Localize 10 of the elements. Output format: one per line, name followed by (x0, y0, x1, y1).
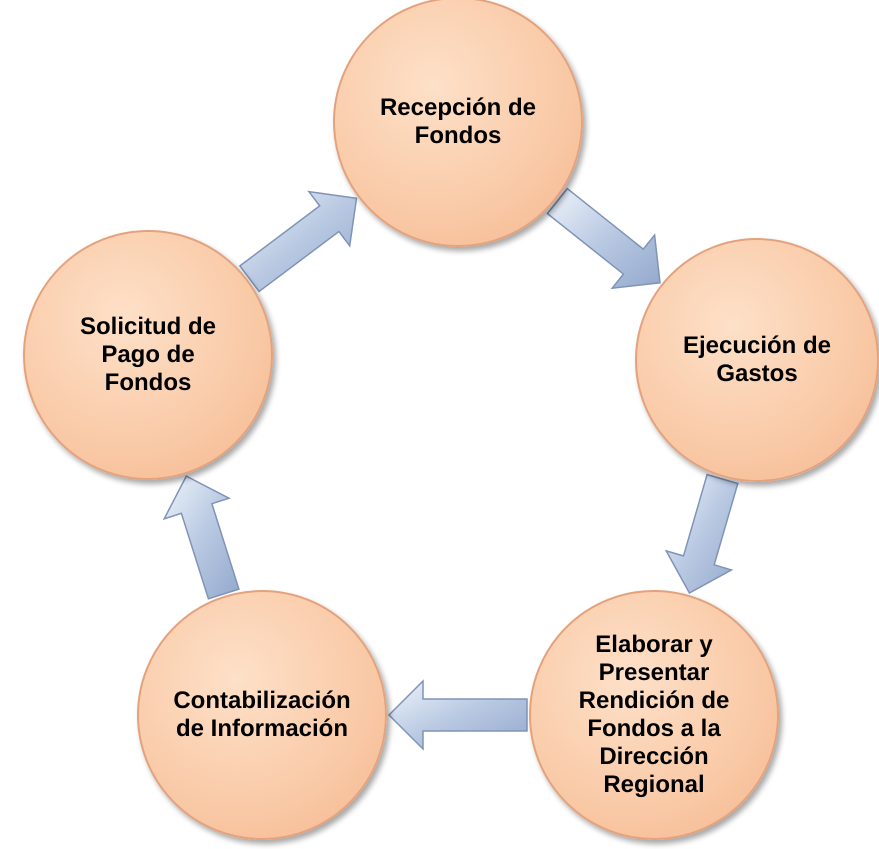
block-arrow (664, 474, 739, 594)
block-arrow (546, 188, 661, 290)
block-arrow (162, 475, 240, 600)
step-label: Recepción de Fondos (378, 94, 538, 150)
block-arrow (388, 679, 528, 751)
step-label: Solicitud de Pago de Fondos (78, 313, 217, 397)
step-label: Contabilización de Información (172, 687, 352, 743)
step-label: Elaborar y Presentar Rendición de Fondos a la Dirección Regional (578, 631, 730, 799)
step-label: Ejecución de Gastos (682, 332, 832, 388)
block-arrow (238, 190, 358, 293)
